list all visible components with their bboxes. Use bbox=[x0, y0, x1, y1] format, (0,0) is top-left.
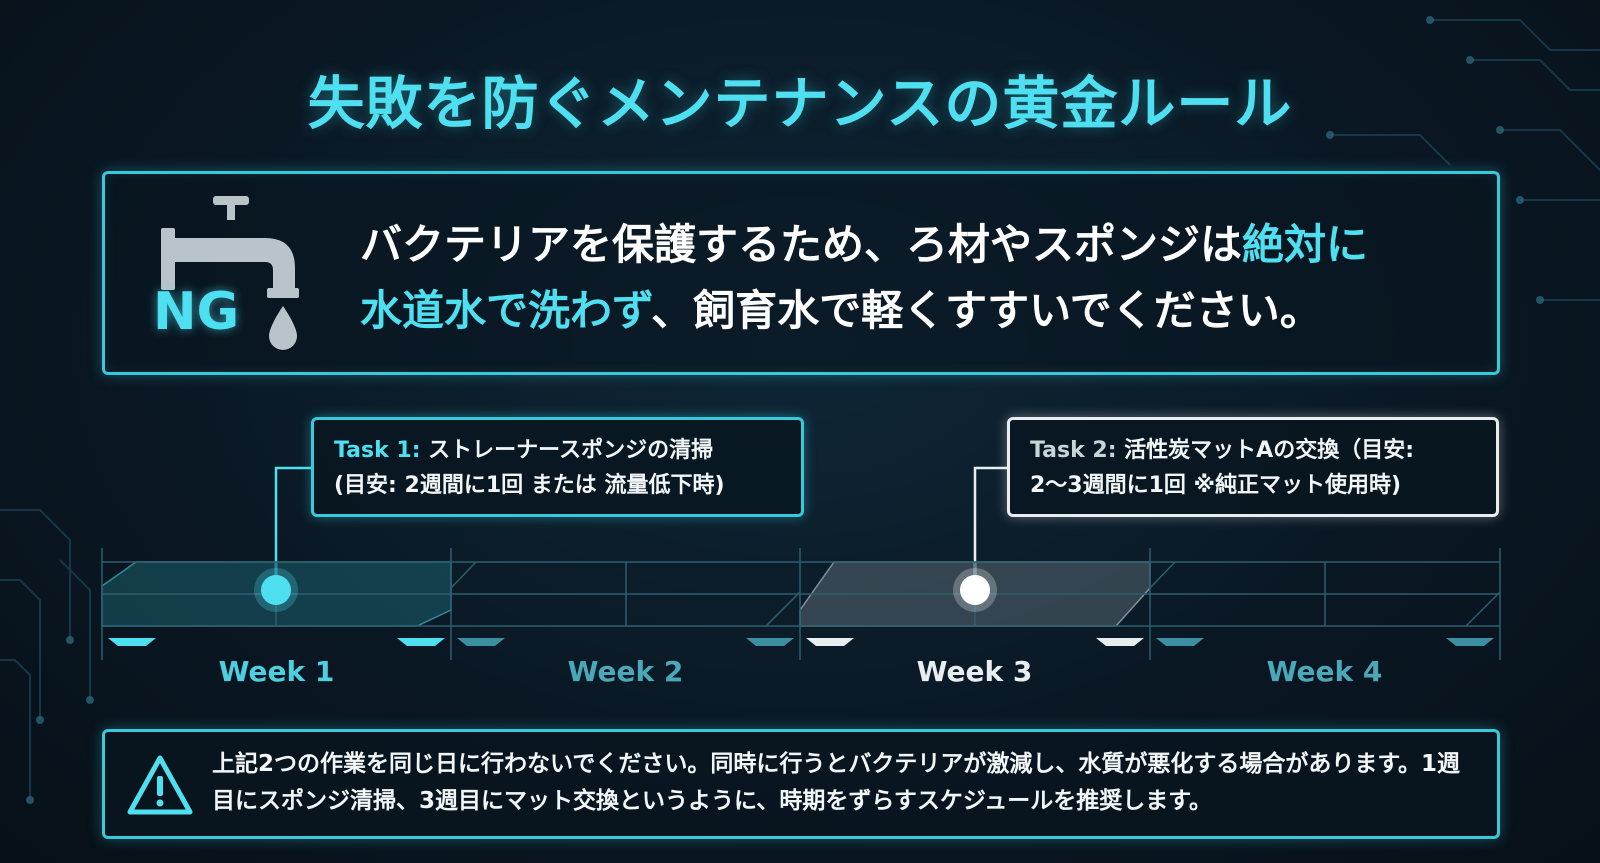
week-1-label: Week 1 bbox=[218, 655, 335, 688]
task1-connector bbox=[274, 466, 311, 586]
ng-highlight-1: 絶対に bbox=[1242, 220, 1369, 269]
task2-line2: 2〜3週間に1回 ※純正マット使用時) bbox=[1030, 473, 1402, 498]
warning-box: 上記2つの作業を同じ日に行わないでください。同時に行うとバクテリアが激減し、水質… bbox=[102, 729, 1500, 839]
ng-message-part1: バクテリアを保護するため、ろ材やスポンジは bbox=[360, 220, 1243, 269]
faucet-icon bbox=[161, 196, 299, 350]
week-3-label: Week 3 bbox=[916, 655, 1033, 688]
task1-callout: Task 1: ストレーナースポンジの清掃 (目安: 2週間に1回 または 流量… bbox=[311, 417, 804, 517]
task2-callout: Task 2: 活性炭マットAの交換（目安: 2〜3週間に1回 ※純正マット使用… bbox=[1007, 417, 1499, 517]
task2-label: Task 2: bbox=[1030, 438, 1117, 463]
ng-message: バクテリアを保護するため、ろ材やスポンジは絶対に水道水で洗わず、飼育水で軽くすす… bbox=[360, 212, 1470, 344]
task2-connector bbox=[973, 466, 1007, 586]
warning-triangle-icon bbox=[127, 755, 193, 815]
task1-line2: (目安: 2週間に1回 または 流量低下時) bbox=[334, 473, 725, 498]
ng-message-part2: 、飼育水で軽くすすいでください。 bbox=[651, 286, 1322, 335]
ng-badge: NG bbox=[153, 282, 240, 342]
week-2-label: Week 2 bbox=[567, 655, 684, 688]
page-title: 失敗を防ぐメンテナンスの黄金ルール bbox=[307, 71, 1293, 137]
task2-line1: 活性炭マットAの交換（目安: bbox=[1116, 438, 1414, 463]
task1-line1: ストレーナースポンジの清掃 bbox=[420, 438, 714, 463]
warning-text: 上記2つの作業を同じ日に行わないでください。同時に行うとバクテリアが激減し、水質… bbox=[212, 751, 1461, 814]
week-4-label: Week 4 bbox=[1266, 655, 1383, 688]
task1-label: Task 1: bbox=[334, 438, 421, 463]
ng-highlight-2: 水道水で洗わず bbox=[360, 286, 652, 335]
ng-rule-box: NG バクテリアを保護するため、ろ材やスポンジは絶対に水道水で洗わず、飼育水で軽… bbox=[102, 171, 1500, 375]
